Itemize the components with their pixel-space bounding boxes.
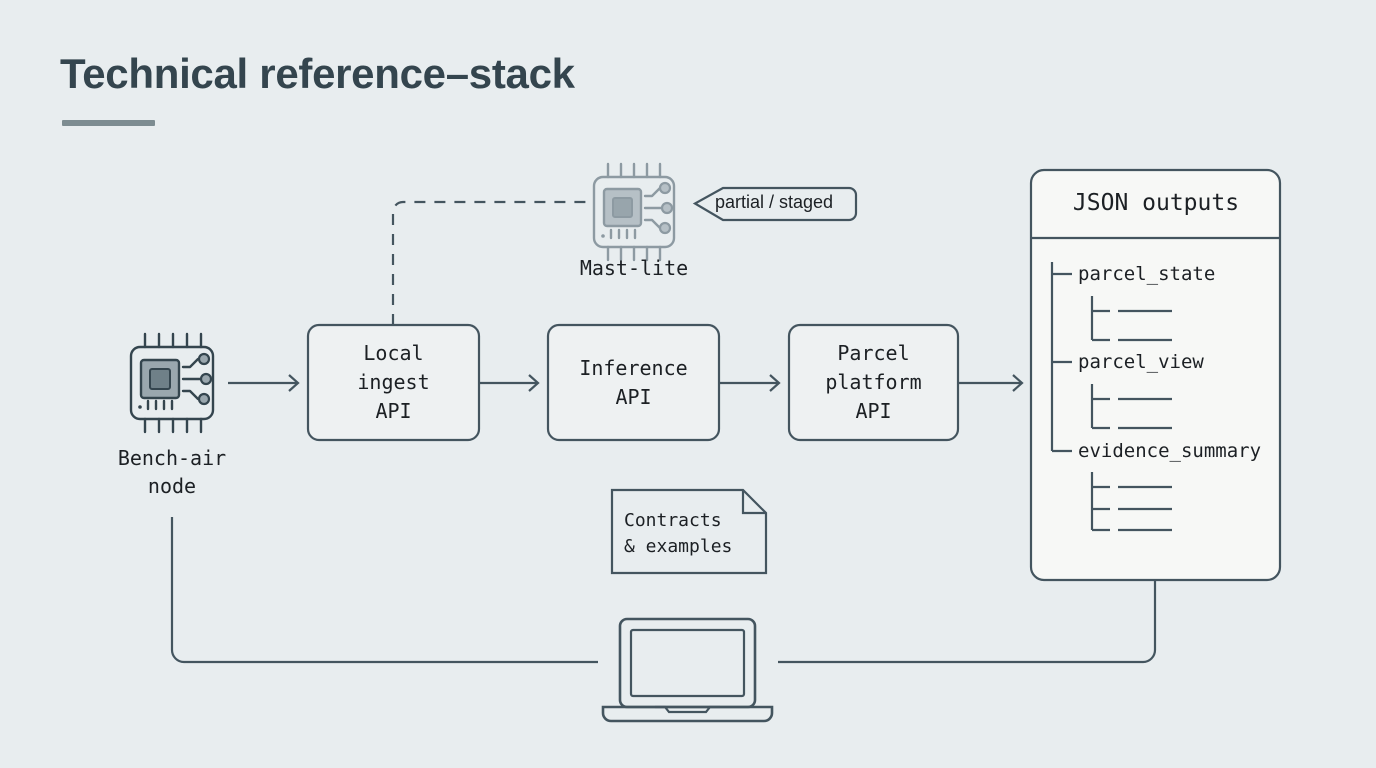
json-panel-title: JSON outputs	[1072, 190, 1240, 216]
cpu-chip-icon-bench-air	[129, 332, 215, 434]
tree-item-parcel-state[interactable]: parcel_state	[1078, 263, 1216, 285]
tree-item-parcel-view[interactable]: parcel_view	[1078, 351, 1204, 373]
elbow-link-json-laptop	[778, 581, 1157, 664]
json-outputs-panel[interactable]	[1029, 168, 1282, 582]
elbow-link-bench-air-laptop	[170, 517, 598, 664]
dashed-link-local-ingest-mast-lite	[391, 200, 586, 325]
page-title: Technical reference–stack	[60, 50, 575, 97]
box-local-ingest-api[interactable]	[306, 323, 481, 442]
tree-item-evidence-summary[interactable]: evidence_summary	[1078, 440, 1262, 462]
document-icon-contracts[interactable]	[610, 488, 768, 575]
label-bench-air-node: Bench-air node	[117, 446, 227, 498]
box-parcel-platform-api[interactable]	[787, 323, 960, 442]
label-contracts-examples: Contracts & examples	[624, 510, 733, 557]
partial-staged-banner	[692, 186, 858, 222]
cpu-chip-icon-mast-lite	[592, 162, 676, 262]
laptop-icon	[601, 617, 774, 723]
title-underline-rule	[62, 120, 155, 126]
box-inference-api[interactable]	[546, 323, 721, 442]
flow-arrows	[228, 374, 1024, 392]
label-mast-lite: Mast-lite	[579, 256, 689, 280]
label-partial-staged: partial / staged	[715, 192, 834, 212]
json-tree-connectors	[1050, 262, 1172, 532]
